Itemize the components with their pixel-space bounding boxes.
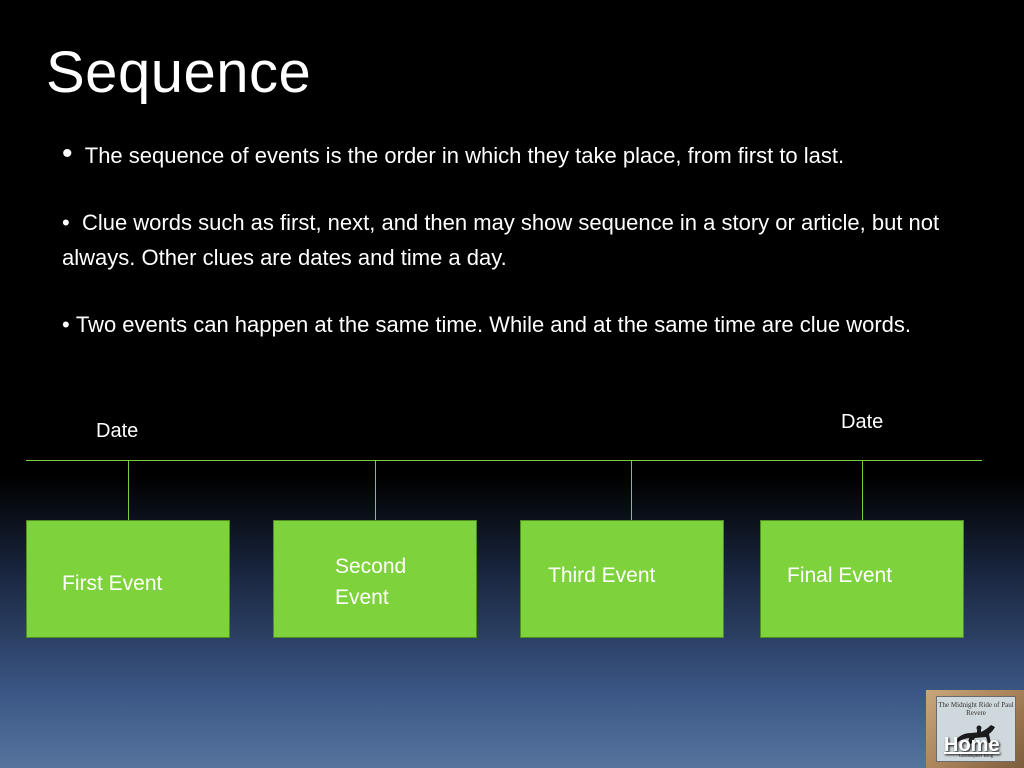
date-label-left: Date bbox=[96, 420, 139, 442]
bullet-marker: • bbox=[62, 137, 73, 170]
event-box-third: Third Event bbox=[520, 520, 724, 638]
event-label-second: Second Event bbox=[335, 555, 407, 609]
bullet-item-1: • The sequence of events is the order in… bbox=[62, 136, 962, 173]
book-cover-image: The Midnight Ride of Paul Revere Christo… bbox=[936, 696, 1016, 762]
timeline-connector-2 bbox=[375, 460, 376, 521]
event-label-first: First Event bbox=[62, 572, 163, 595]
home-link-label[interactable]: Home bbox=[944, 734, 1000, 756]
timeline-connector-3 bbox=[631, 460, 632, 521]
bullet-item-3: • Two events can happen at the same time… bbox=[62, 307, 962, 342]
timeline-connector-4 bbox=[862, 460, 863, 521]
bullet-marker: • bbox=[62, 312, 70, 337]
bullet-text-2: Clue words such as first, next, and then… bbox=[62, 210, 940, 270]
timeline-connector-1 bbox=[128, 460, 129, 521]
event-label-final: Final Event bbox=[787, 564, 893, 587]
bullet-marker: • bbox=[62, 210, 70, 235]
bullet-text-1: The sequence of events is the order in w… bbox=[84, 143, 845, 168]
timeline-line bbox=[26, 460, 982, 461]
horse-rider-icon bbox=[955, 725, 995, 744]
book-cover-title: The Midnight Ride of Paul Revere bbox=[938, 701, 1014, 717]
event-box-second: Second Event bbox=[273, 520, 477, 638]
event-label-third: Third Event bbox=[548, 564, 656, 587]
bullet-text-3: Two events can happen at the same time. … bbox=[75, 312, 912, 337]
slide-title: Sequence bbox=[46, 40, 312, 105]
bullet-list: • The sequence of events is the order in… bbox=[62, 136, 962, 342]
home-button[interactable]: The Midnight Ride of Paul Revere Christo… bbox=[926, 690, 1024, 768]
event-box-first: First Event bbox=[26, 520, 230, 638]
date-label-right: Date bbox=[841, 411, 884, 433]
book-cover-author: Christopher Bing bbox=[958, 754, 994, 759]
event-box-final: Final Event bbox=[760, 520, 964, 638]
bullet-item-2: • Clue words such as first, next, and th… bbox=[62, 205, 962, 275]
